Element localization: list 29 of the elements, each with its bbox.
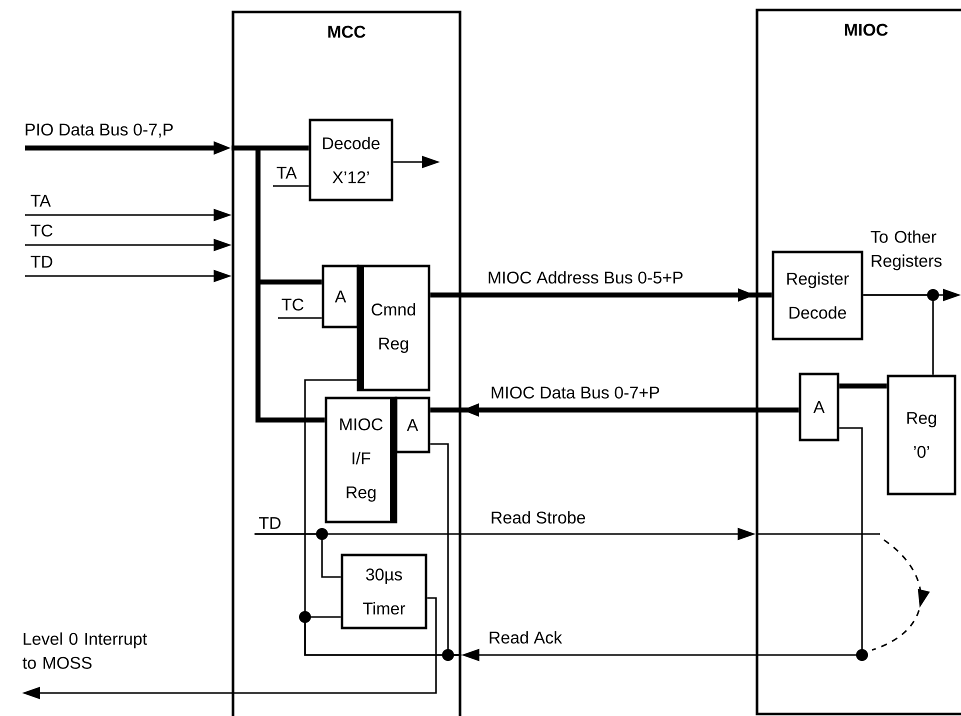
- signal-line: [278, 317, 322, 319]
- logic-box: A: [322, 264, 360, 328]
- signal-line: [273, 185, 309, 187]
- logic-box: Reg ’0’: [886, 374, 956, 496]
- logic-box: MIOC I/F Reg: [324, 396, 398, 524]
- signal-line: [863, 289, 940, 375]
- edge-label: Level 0 Interrupt to MOSS: [20, 630, 160, 671]
- logic-box: A: [394, 396, 430, 454]
- edge-label: TC: [279, 296, 306, 313]
- edge-label: TA: [274, 164, 299, 181]
- bus-line: [232, 146, 325, 422]
- edge-label: MIOC Data Bus 0-7+P: [488, 384, 662, 401]
- edge-label: TD: [28, 254, 56, 270]
- logic-box: Register Decode: [772, 250, 864, 340]
- logic-box: 30µs Timer: [340, 554, 428, 630]
- edge-label: PIO Data Bus 0-7,P: [22, 122, 176, 140]
- logic-box: Cmnd Reg: [356, 264, 430, 392]
- signal-label: TD: [259, 517, 280, 529]
- edge-label: TA: [28, 192, 53, 209]
- edge-label: Read Ack: [486, 629, 564, 646]
- edge-label: To Other Registers: [868, 228, 956, 272]
- logic-box: A: [798, 372, 840, 442]
- edge-label: TC: [28, 222, 56, 239]
- logic-box: Decode X’12’: [308, 118, 394, 202]
- signal-line: [254, 528, 341, 578]
- edge-label: MIOC Address Bus 0-5+P: [485, 269, 686, 286]
- bus-line: [839, 384, 887, 388]
- signal-line: [430, 443, 462, 661]
- edge-label: Read Strobe: [488, 509, 588, 526]
